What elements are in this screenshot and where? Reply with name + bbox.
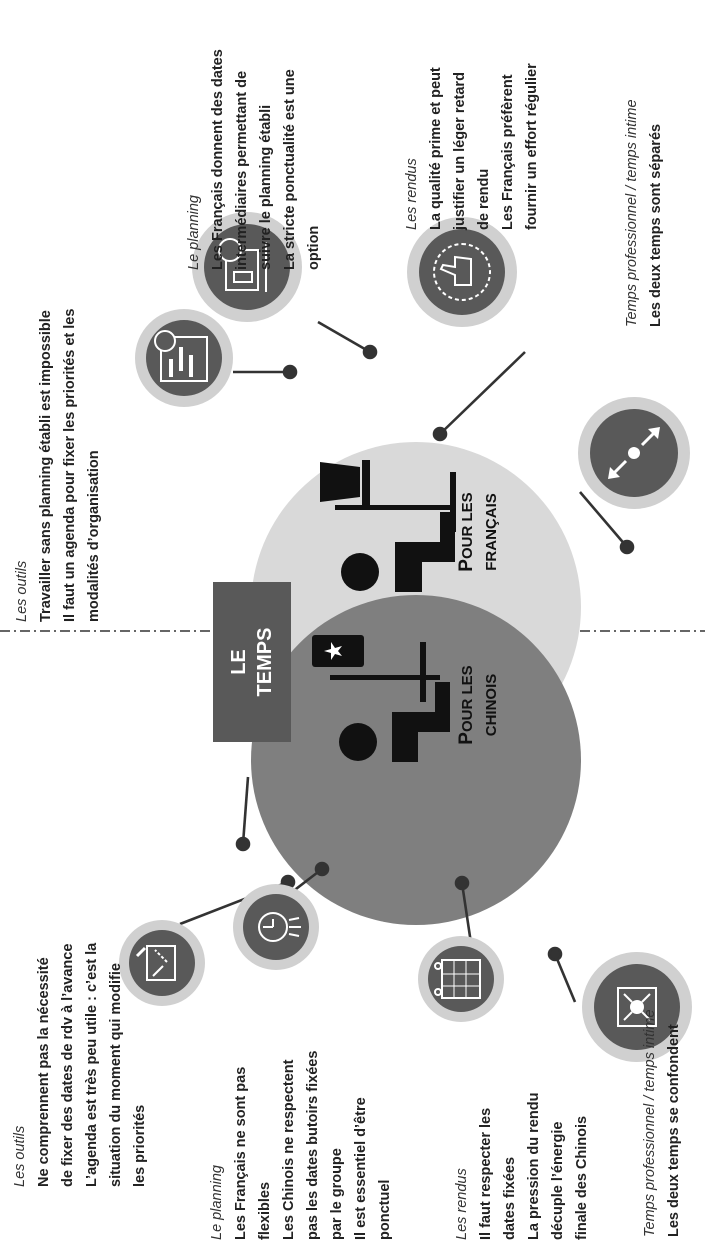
chinois-rendus-line: finale des Chinois xyxy=(574,1115,590,1240)
person-desk-flag-icon xyxy=(312,635,450,762)
chinois-planning-line: ponctuel xyxy=(377,1179,393,1240)
chinois-outils-title: Les outils xyxy=(12,1125,28,1187)
chinois-planning-title: Le planning xyxy=(209,1165,225,1240)
title-line-2: TEMPS xyxy=(254,627,276,697)
chinois-rendus-block: Les rendus Il faut respecter les dates f… xyxy=(450,1093,594,1240)
francais-outils-line: modalités d’organisation xyxy=(86,450,102,622)
title-box: LE TEMPS xyxy=(213,582,291,742)
francais-temps-title: Temps professionnel / temps intime xyxy=(624,99,640,327)
francais-rendus-line: justifier un léger retard xyxy=(452,72,468,230)
francais-temps-line: Les deux temps sont séparés xyxy=(648,123,664,327)
chinois-planning-line: pas les dates butoirs fixées xyxy=(305,1050,321,1240)
thumbs-up-icon xyxy=(407,217,517,327)
francais-planning-line: Les Français donnent des dates xyxy=(210,49,226,270)
francais-planning-line: intermédiaires permettant de xyxy=(234,70,250,270)
calendar-icon xyxy=(418,936,504,1022)
chinois-planning-line: flexibles xyxy=(257,1181,273,1240)
chinois-outils-line: situation du moment qui modifie xyxy=(108,963,124,1187)
chinois-planning-block: Le planning Les Français ne sont pas fle… xyxy=(205,1051,397,1240)
chinois-rendus-line: La pression du rendu xyxy=(526,1092,542,1240)
planning-board-icon xyxy=(119,920,205,1006)
chinois-temps-title: Temps professionnel / temps intime xyxy=(642,1009,658,1237)
separate-arrows-icon xyxy=(578,397,690,509)
francais-outils-line: Il faut un agenda pour fixer les priorit… xyxy=(62,308,78,622)
francais-outils-title: Les outils xyxy=(14,560,30,622)
francais-outils-block: Les outils Travailler sans planning étab… xyxy=(10,309,106,622)
connectors xyxy=(179,320,635,1003)
chinois-planning-line: Les Français ne sont pas xyxy=(233,1066,249,1240)
francais-planning-line: La stricte ponctualité est une xyxy=(282,69,298,270)
chinois-outils-line: les priorités xyxy=(132,1104,148,1187)
francais-planning-line: option xyxy=(306,225,322,270)
chinois-rendus-line: décuple l’énergie xyxy=(550,1121,566,1240)
chinois-rendus-title: Les rendus xyxy=(454,1168,470,1240)
merge-arrows-icon xyxy=(582,952,692,1062)
chinois-planning-line: par le groupe xyxy=(329,1148,345,1240)
desk-clock-icon xyxy=(192,212,302,322)
chinois-outils-block: Les outils Ne comprennent pas la nécessi… xyxy=(8,943,152,1187)
francais-rendus-title: Les rendus xyxy=(404,158,420,230)
chinois-planning-line: Les Chinois ne respectent xyxy=(281,1059,297,1241)
francais-rendus-line: fournir un effort régulier xyxy=(524,63,540,230)
chinois-outils-line: Ne comprennent pas la nécessité xyxy=(36,957,52,1187)
francais-temps-block: Temps professionnel / temps intime Les d… xyxy=(620,99,668,327)
chinois-rendus-line: dates fixées xyxy=(502,1156,518,1240)
francais-planning-block: Le planning Les Français donnent des dat… xyxy=(182,49,326,270)
clock-icon xyxy=(233,884,319,970)
title-line-1: LE xyxy=(228,649,250,675)
person-desk-computer-icon xyxy=(320,460,456,592)
chinois-temps-block: Temps professionnel / temps intime Les d… xyxy=(638,1009,686,1237)
francais-rendus-line: de rendu xyxy=(476,168,492,230)
francais-rendus-line: La qualité prime et peut xyxy=(428,67,444,230)
chinois-rendus-line: Il faut respecter les xyxy=(478,1107,494,1240)
chinois-outils-line: L’agenda est très peu utile : c’est la xyxy=(84,942,100,1187)
chinois-temps-line: Les deux temps se confondent xyxy=(666,1024,682,1237)
francais-rendus-block: Les rendus La qualité prime et peut just… xyxy=(400,63,544,230)
francais-outils-line: Travailler sans planning établi est impo… xyxy=(38,310,54,622)
chinois-outils-line: de fixer des dates de rdv à l’avance xyxy=(60,943,76,1187)
francais-planning-line: suivre le planning établi xyxy=(258,104,274,270)
chinois-planning-line: Il est essentiel d’être xyxy=(353,1097,369,1240)
francais-planning-title: Le planning xyxy=(186,195,202,270)
francais-rendus-line: Les Français préfèrent xyxy=(500,74,516,230)
gantt-clock-icon xyxy=(135,309,233,407)
chinois-circle-label: POUR LES CHINOIS xyxy=(456,665,500,745)
